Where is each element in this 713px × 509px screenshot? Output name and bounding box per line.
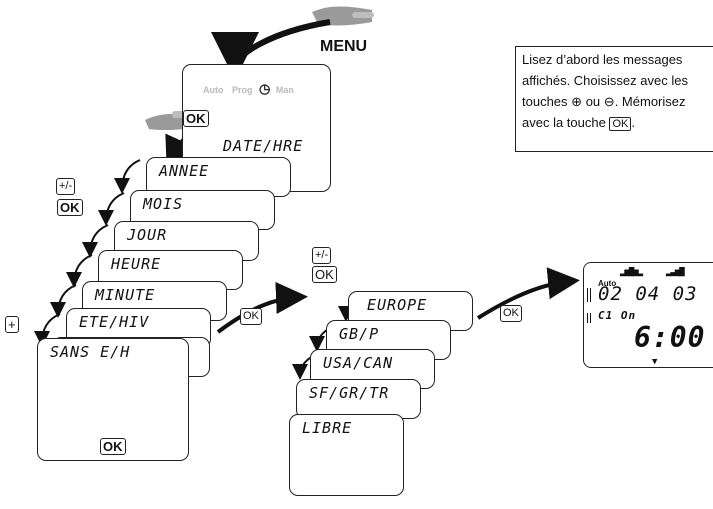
day-marker [587, 288, 596, 302]
final-display: ▂▅▇▅▂ ▂▃▅▇ Auto 02 04 03 C1 On 6:00 * ▼ [583, 262, 713, 368]
setting-card: SANS E/H OK [37, 338, 189, 461]
plus-minus-key[interactable]: +/- [312, 247, 332, 264]
date-hre-title: DATE/HRE [223, 137, 304, 155]
display-time: 6:00 [634, 321, 706, 354]
menu-arrow [211, 19, 331, 80]
timezone-label: USA/CAN [323, 354, 394, 372]
display-date: 02 04 03 [598, 283, 698, 305]
display-mode: Auto [598, 279, 617, 288]
ok-button[interactable]: OK [240, 308, 262, 325]
timezone-card: LIBRE [289, 414, 404, 496]
minus-circle-icon: ⊖ [603, 94, 615, 109]
signal-bars-icon: ▂▃▅▇ [666, 267, 685, 277]
signal-bars-icon: ▂▅▇▅▂ [620, 267, 643, 277]
mode-prog: Prog [232, 85, 253, 95]
timezone-label: GB/P [339, 325, 380, 343]
setting-label: MINUTE [95, 286, 156, 304]
timezone-card: SF/GR/TR [296, 379, 421, 419]
setting-label: MOIS [143, 195, 184, 213]
setting-label: SANS E/H [50, 343, 131, 361]
ok-arrow-to-zones [216, 281, 308, 334]
ok-arrow-to-display [476, 267, 580, 320]
setting-label: HEURE [111, 255, 162, 273]
plus-circle-icon: ⊕ [571, 94, 583, 109]
mode-row: Auto Prog ◷ Man [203, 81, 294, 97]
timezone-label: LIBRE [302, 419, 353, 437]
ok-button[interactable]: OK [500, 305, 522, 322]
ok-button[interactable]: OK [183, 110, 209, 127]
setting-label: ANNEE [159, 162, 210, 180]
clock-icon: ◷ [259, 81, 271, 96]
menu-label: MENU [320, 38, 368, 55]
setting-label: JOUR [127, 226, 168, 244]
plus-minus-key[interactable]: +/- [56, 178, 76, 195]
cursor-triangle-icon: ▼ [652, 357, 658, 367]
timezone-label: EUROPE [367, 296, 428, 314]
display-program: C1 On [598, 309, 637, 322]
instruction-note: Lisez d’abord les messages affichés. Cho… [515, 46, 713, 152]
ok-button[interactable]: OK [57, 199, 83, 216]
plus-key[interactable]: + [5, 316, 19, 333]
day-marker [587, 313, 596, 323]
ok-button[interactable]: OK [312, 266, 337, 283]
mode-auto: Auto [203, 85, 224, 95]
ok-button[interactable]: OK [100, 438, 126, 455]
ok-key-icon: OK [609, 117, 632, 131]
mode-man: Man [275, 85, 294, 95]
setting-label: ETE/HIV [79, 313, 150, 331]
timezone-label: SF/GR/TR [309, 384, 390, 402]
